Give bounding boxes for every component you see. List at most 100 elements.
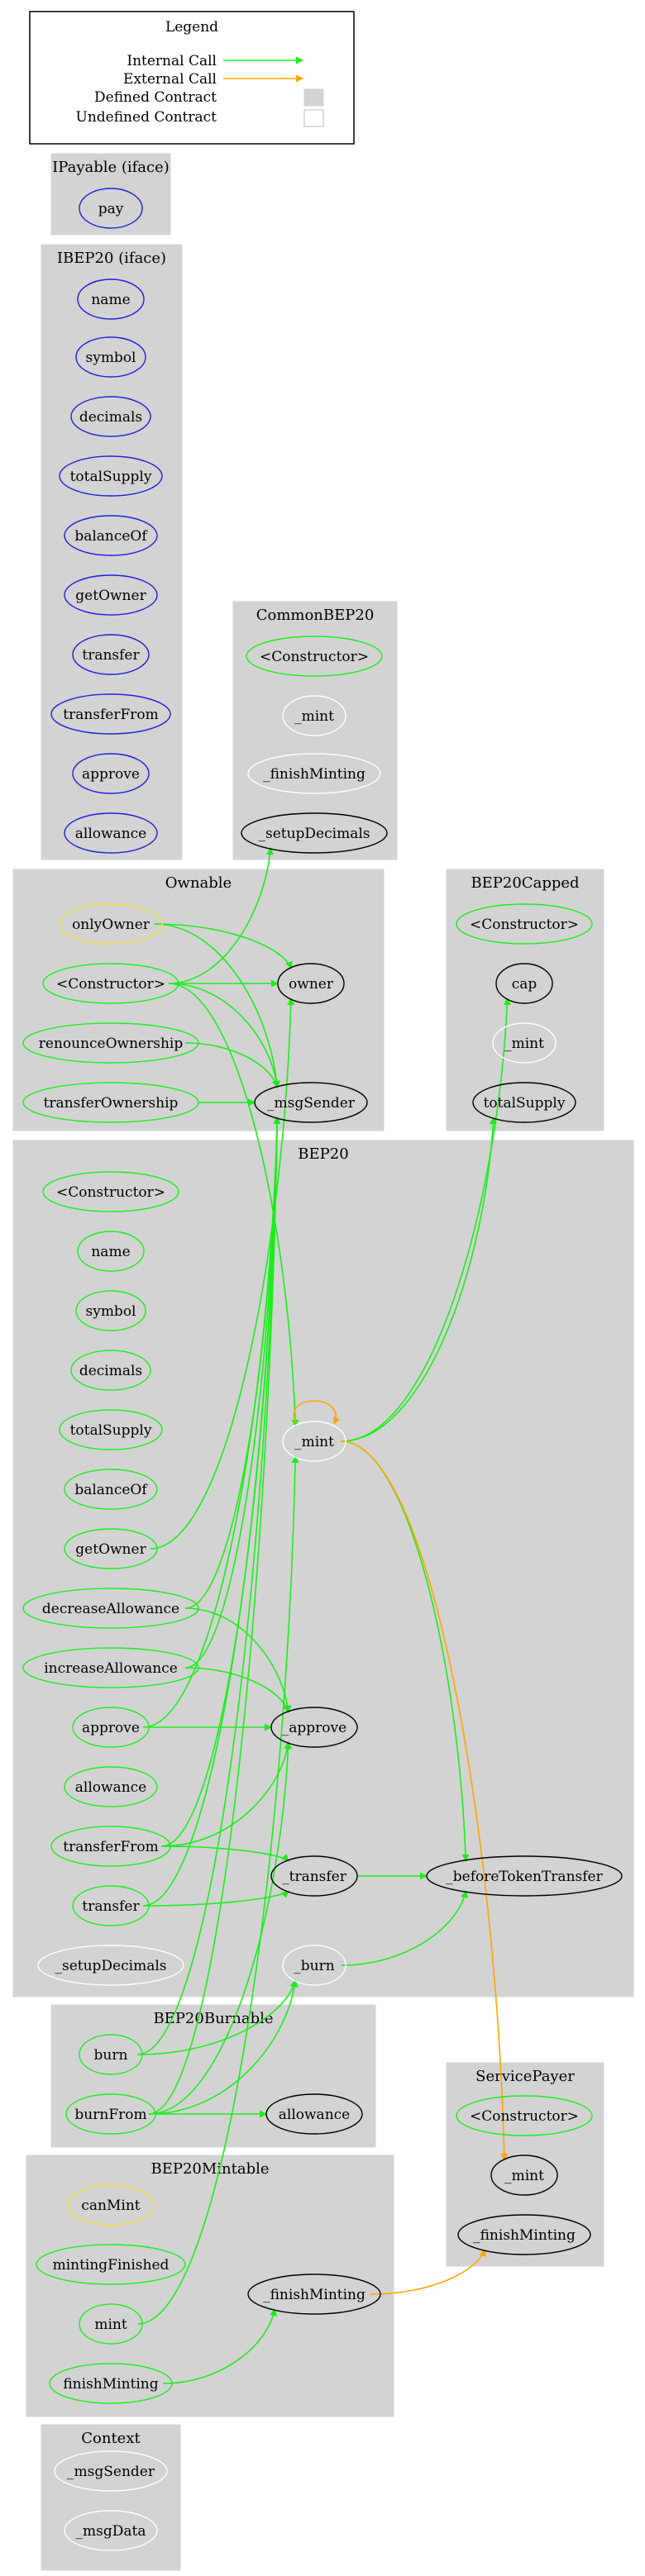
node-bm_mintingFinished[interactable]: mintingFinished (36, 2244, 186, 2285)
cluster-context: Context (41, 2424, 181, 2571)
node-ow_owner[interactable]: owner (277, 963, 345, 1004)
node-sp_mint[interactable]: _mint (490, 2155, 558, 2196)
node-b_mint-ellipse (282, 1421, 346, 1462)
node-b_mint[interactable]: _mint (282, 1421, 346, 1462)
node-b_transfer_int[interactable]: _transfer (270, 1855, 358, 1897)
node-ib_balanceOf[interactable]: balanceOf (64, 515, 158, 556)
node-ow_ctor-label: <Constructor> (56, 976, 165, 993)
node-bm_canMint-ellipse (67, 2184, 155, 2226)
node-bm_finishMinting_int[interactable]: _finishMinting (247, 2274, 381, 2315)
node-ip_pay[interactable]: pay (79, 188, 143, 229)
node-sp_mint-ellipse (490, 2155, 558, 2196)
node-ib_decimals[interactable]: decimals (70, 396, 151, 437)
edge-bb_burnFrom-to-b_approve_int (148, 1741, 292, 2115)
cluster-bep20mintable-title: BEP20Mintable (150, 2160, 269, 2178)
edge-bm_finishMinting_int-to-sp_finishMinting (370, 2249, 487, 2295)
cluster-servicepayer: ServicePayer (446, 2062, 604, 2267)
node-b_name[interactable]: name (77, 1231, 145, 1272)
node-b_ctor[interactable]: <Constructor> (42, 1171, 179, 1212)
node-cb_finishMinting[interactable]: _finishMinting (247, 753, 381, 794)
node-ow_msgSender-ellipse (254, 1082, 368, 1123)
node-bc_totalSupply[interactable]: totalSupply (472, 1082, 576, 1123)
node-sp_finishMinting[interactable]: _finishMinting (457, 2214, 591, 2255)
cluster-bep20capped-box (446, 869, 604, 1131)
edge-bb_burn-to-b_burn (137, 1979, 298, 2055)
node-b_approve_int[interactable]: _approve (270, 1707, 358, 1748)
node-b_approve-label: approve (82, 1720, 140, 1736)
node-b_getOwner[interactable]: getOwner (64, 1528, 158, 1569)
node-bc_ctor-label: <Constructor> (470, 917, 579, 933)
node-b_setupDecimals[interactable]: _setupDecimals (37, 1945, 184, 1986)
legend-defined-swatch (303, 88, 324, 107)
node-ib_approve[interactable]: approve (72, 753, 150, 794)
node-ow_ctor-ellipse (42, 963, 179, 1004)
node-ow_ctor[interactable]: <Constructor> (42, 963, 179, 1004)
node-bb_burnFrom[interactable]: burnFrom (65, 2093, 156, 2135)
cluster-ipayable-title: IPayable (iface) (52, 159, 170, 176)
node-bm_canMint[interactable]: canMint (67, 2184, 155, 2226)
node-ib_transferFrom[interactable]: transferFrom (50, 693, 171, 735)
node-ow_onlyOwner[interactable]: onlyOwner (59, 903, 163, 945)
node-sp_ctor[interactable]: <Constructor> (456, 2095, 593, 2136)
node-ib_transfer[interactable]: transfer (72, 634, 150, 675)
node-b_decreaseAllowance[interactable]: decreaseAllowance (22, 1588, 199, 1629)
node-bc_mint[interactable]: _mint (492, 1022, 557, 1064)
node-ib_name[interactable]: name (77, 279, 145, 320)
node-b_approve[interactable]: approve (72, 1707, 150, 1748)
node-ib_transfer-ellipse (72, 634, 150, 675)
node-b_ctor-label: <Constructor> (56, 1184, 165, 1201)
node-b_balanceOf[interactable]: balanceOf (64, 1469, 158, 1510)
node-bc_ctor[interactable]: <Constructor> (456, 903, 593, 945)
node-b_ctor-ellipse (42, 1171, 179, 1212)
node-ib_balanceOf-label: balanceOf (74, 528, 148, 545)
node-b_beforeTokenTransfer[interactable]: _beforeTokenTransfer (426, 1855, 623, 1897)
node-ib_name-label: name (91, 292, 130, 308)
node-ow_transferOwnership[interactable]: transferOwnership (22, 1082, 199, 1123)
node-b_decimals[interactable]: decimals (70, 1350, 151, 1391)
node-bc_cap-ellipse (495, 963, 553, 1004)
node-b_allowance-ellipse (64, 1766, 158, 1807)
node-cb_mint[interactable]: _mint (282, 695, 346, 736)
node-b_transfer[interactable]: transfer (72, 1885, 150, 1926)
node-bb_burn-label: burn (94, 2047, 128, 2064)
node-bc_cap[interactable]: cap (495, 963, 553, 1004)
node-b_totalSupply[interactable]: totalSupply (59, 1409, 163, 1450)
node-cb_setupDecimals[interactable]: _setupDecimals (241, 812, 388, 854)
node-ib_approve-ellipse (72, 753, 150, 794)
node-b_name-ellipse (77, 1231, 145, 1272)
edge-ow_ctor-to-ow_msgSender (168, 983, 280, 1088)
node-bb_allowance[interactable]: allowance (265, 2093, 363, 2135)
node-bc_cap-label: cap (512, 976, 538, 993)
node-b_approve-ellipse (72, 1707, 150, 1748)
node-b_symbol[interactable]: symbol (75, 1290, 146, 1331)
cluster-ipayable-box (50, 153, 171, 236)
node-ib_totalSupply[interactable]: totalSupply (59, 455, 163, 497)
node-cb_ctor[interactable]: <Constructor> (246, 636, 383, 677)
node-ow_renounce[interactable]: renounceOwnership (22, 1022, 199, 1064)
node-bm_finishMinting[interactable]: finishMinting (49, 2363, 173, 2404)
node-cx_msgData[interactable]: _msgData (64, 2510, 158, 2551)
node-ib_symbol[interactable]: symbol (75, 336, 146, 378)
node-b_transferFrom[interactable]: transferFrom (50, 1826, 171, 1867)
node-b_transferFrom-ellipse (50, 1826, 171, 1867)
node-ow_renounce-label: renounceOwnership (39, 1036, 184, 1052)
node-bb_burn[interactable]: burn (79, 2034, 143, 2075)
node-cx_msgSender[interactable]: _msgSender (54, 2450, 168, 2492)
node-ib_allowance[interactable]: allowance (64, 812, 158, 854)
cluster-bep20capped: BEP20Capped (446, 869, 604, 1131)
node-b_balanceOf-label: balanceOf (74, 1482, 148, 1498)
node-b_allowance[interactable]: allowance (64, 1766, 158, 1807)
node-ow_msgSender[interactable]: _msgSender (254, 1082, 368, 1123)
edge-bm_finishMinting-to-bm_finishMinting_int (162, 2308, 278, 2384)
node-b_increaseAllowance[interactable]: increaseAllowance (22, 1647, 199, 1688)
node-bm_mint[interactable]: mint (79, 2303, 143, 2345)
node-ib_transferFrom-ellipse (50, 693, 171, 735)
cluster-ibep20-title: IBEP20 (iface) (57, 250, 166, 267)
node-b_setupDecimals-label: _setupDecimals (55, 1958, 166, 1974)
node-cb_setupDecimals-ellipse (241, 812, 388, 854)
edge-b_increaseAllowance-to-b_approve_int (185, 1667, 291, 1713)
node-b_balanceOf-ellipse (64, 1469, 158, 1510)
node-ib_getOwner[interactable]: getOwner (64, 574, 158, 616)
edge-b_approve-to-ow_msgSender (143, 1117, 281, 1728)
node-b_burn[interactable]: _burn (282, 1945, 346, 1986)
